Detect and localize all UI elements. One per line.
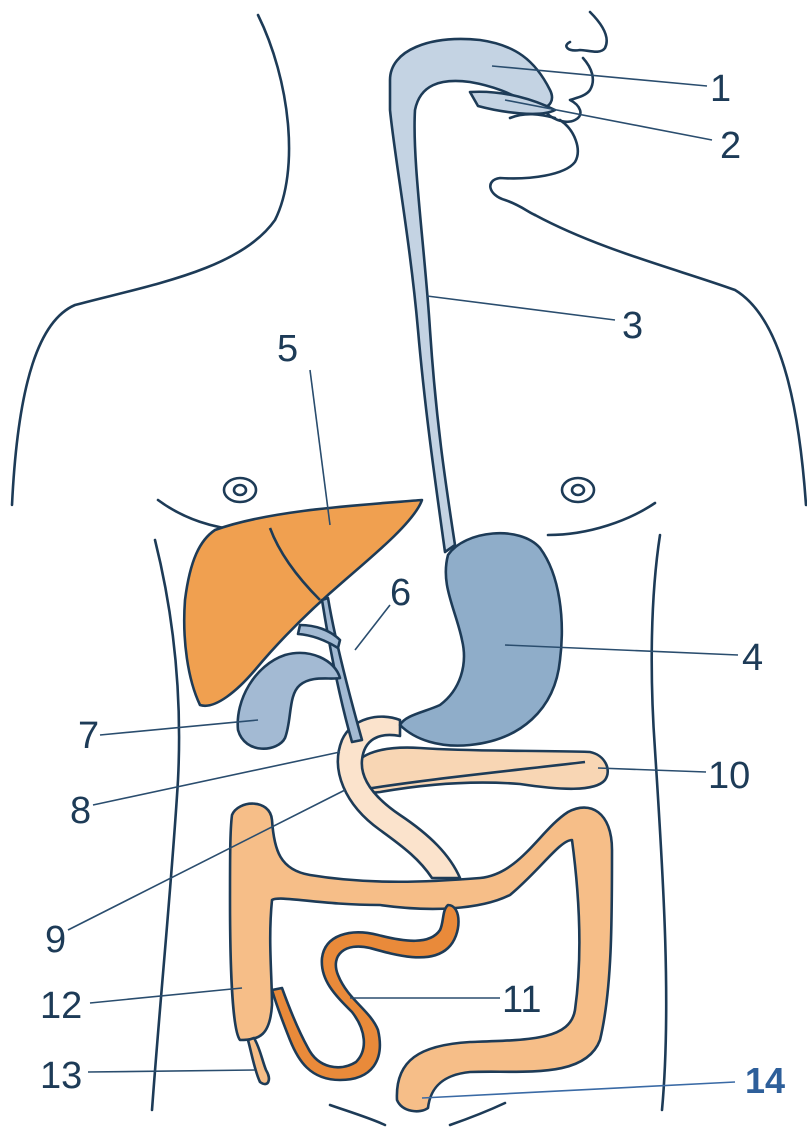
left-nipple: [224, 478, 256, 502]
label-7: 7: [78, 715, 99, 757]
leader-9: [68, 790, 345, 930]
label-1: 1: [710, 68, 731, 110]
stomach: [400, 533, 562, 745]
leader-13: [88, 1070, 255, 1072]
right-pectoral-curve: [548, 503, 655, 535]
appendix: [248, 1038, 269, 1084]
leader-3: [427, 296, 615, 320]
leader-14: [422, 1082, 735, 1098]
label-11: 11: [502, 979, 541, 1021]
label-9: 9: [45, 919, 66, 961]
label-6: 6: [390, 572, 411, 614]
left-torso-outline: [152, 540, 179, 1110]
label-4: 4: [742, 637, 763, 679]
label-13: 13: [40, 1055, 82, 1097]
label-14: 14: [745, 1060, 785, 1101]
leader-5: [310, 370, 330, 525]
leader-2: [505, 100, 712, 140]
oesophagus-and-oral-cavity: [390, 39, 552, 552]
leader-10: [598, 768, 706, 772]
label-12: 12: [40, 985, 82, 1027]
right-torso-outline: [652, 535, 667, 1110]
pelvis-right-curve: [450, 1103, 505, 1125]
leader-8: [93, 752, 340, 805]
label-10: 10: [708, 755, 750, 797]
label-8: 8: [70, 790, 91, 832]
right-nipple: [562, 478, 594, 502]
leader-6: [355, 605, 390, 650]
label-5: 5: [277, 328, 298, 370]
pelvis-left-curve: [330, 1105, 385, 1125]
label-2: 2: [720, 125, 741, 167]
left-shoulder-outline: [12, 15, 289, 505]
leader-12: [90, 988, 242, 1003]
label-3: 3: [622, 305, 643, 347]
right-shoulder-outline: [535, 215, 806, 505]
